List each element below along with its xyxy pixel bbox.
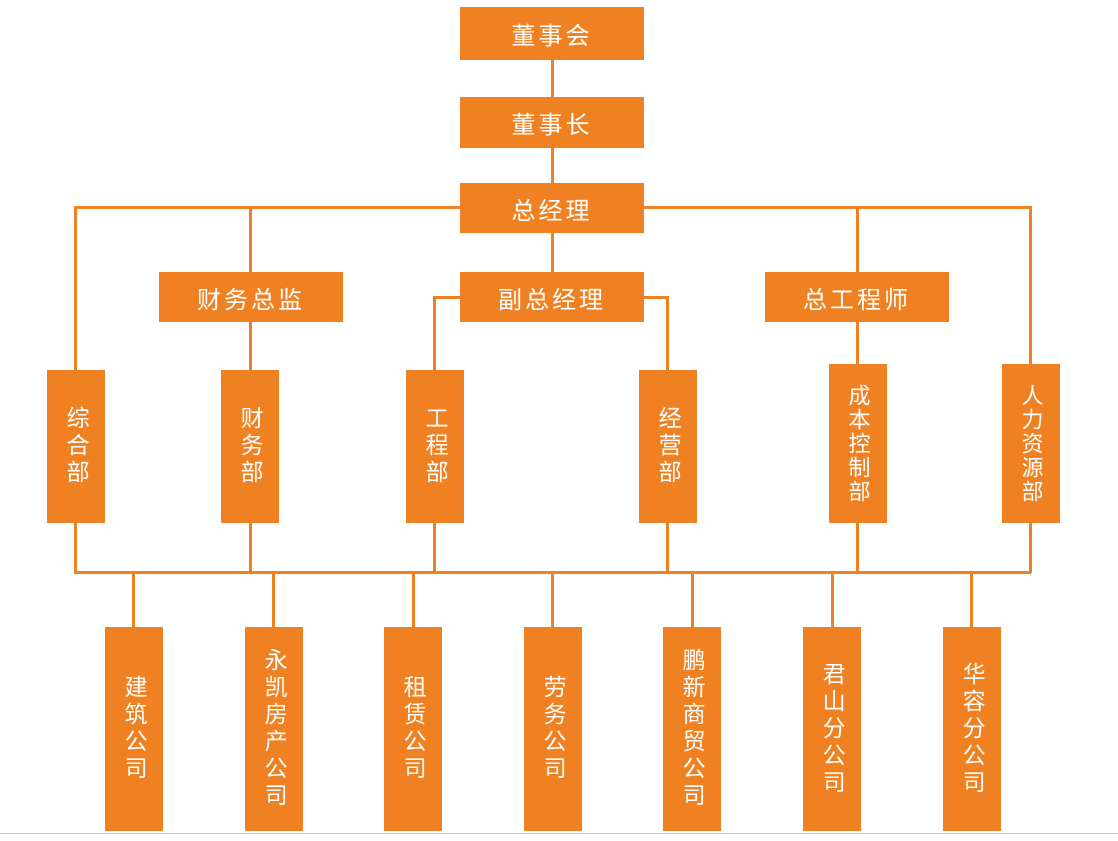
connector-bus-to-dept-hr (1029, 206, 1032, 372)
connector-bus-to-sub-labor (551, 571, 554, 627)
node-general-manager[interactable]: 总经理 (460, 183, 644, 233)
connector-dept-cost-to-bus (856, 523, 859, 573)
node-deputy-gm[interactable]: 副总经理 (460, 272, 644, 322)
node-cfo[interactable]: 财务总监 (159, 272, 343, 322)
node-dept-engineering[interactable]: 工程部 (406, 370, 464, 523)
node-sub-construction[interactable]: 建筑公司 (105, 627, 163, 831)
connector-cfo-to-dept-finance (249, 322, 252, 372)
node-sub-junshan-label: 君山分公司 (819, 661, 846, 797)
connector-bus-to-sub-realestate (272, 571, 275, 627)
connector-dept-hr-to-bus (1029, 523, 1032, 573)
node-sub-realestate[interactable]: 永凯房产公司 (245, 627, 303, 831)
connector-deputy-gm-to-dept-eng (433, 296, 436, 372)
connector-board-to-chairman (551, 60, 554, 97)
node-dept-general[interactable]: 综合部 (47, 370, 105, 523)
connector-chief-eng-to-dept-cost (856, 322, 859, 372)
connector-deputy-gm-right-stub (640, 296, 669, 299)
node-dept-engineering-label: 工程部 (422, 406, 449, 487)
footer-divider (0, 833, 1118, 834)
node-chairman[interactable]: 董事长 (460, 97, 644, 148)
node-dept-operations-label: 经营部 (655, 406, 682, 487)
node-dept-cost-control-label: 成本控制部 (845, 383, 871, 504)
connector-dept-eng-to-bus (433, 523, 436, 573)
connector-bus-to-sub-trading (691, 571, 694, 627)
node-sub-trading[interactable]: 鹏新商贸公司 (663, 627, 721, 831)
connector-deputy-gm-to-dept-ops (666, 296, 669, 372)
connector-dept-ops-to-bus (666, 523, 669, 573)
node-board-label: 董事会 (511, 23, 593, 50)
node-chief-engineer-label: 总工程师 (803, 286, 911, 314)
node-sub-huarong[interactable]: 华容分公司 (943, 627, 1001, 831)
connector-bus-to-sub-junshan (831, 571, 834, 627)
connector-chairman-to-gm (551, 148, 554, 185)
node-dept-general-label: 综合部 (63, 406, 90, 487)
node-chief-engineer[interactable]: 总工程师 (765, 272, 949, 322)
node-cfo-label: 财务总监 (197, 286, 305, 314)
node-sub-huarong-label: 华容分公司 (959, 661, 986, 797)
connector-bus-to-chief-eng (856, 206, 859, 272)
node-sub-leasing-label: 租赁公司 (400, 675, 427, 783)
connector-bus-to-dept-general (74, 206, 77, 372)
connector-bus-to-sub-leasing (412, 571, 415, 627)
node-dept-finance[interactable]: 财务部 (221, 370, 279, 523)
connector-dept-general-to-bus (74, 523, 77, 573)
node-general-manager-label: 总经理 (511, 197, 593, 225)
connector-bus-to-cfo (249, 206, 252, 272)
node-sub-leasing[interactable]: 租赁公司 (384, 627, 442, 831)
node-dept-finance-label: 财务部 (237, 406, 264, 487)
node-sub-construction-label: 建筑公司 (121, 675, 148, 783)
connector-bus-to-sub-construction (132, 571, 135, 627)
node-sub-labor[interactable]: 劳务公司 (524, 627, 582, 831)
connector-deputy-gm-left-stub (433, 296, 463, 299)
node-deputy-gm-label: 副总经理 (498, 286, 606, 314)
node-sub-labor-label: 劳务公司 (540, 675, 567, 783)
connector-dept-finance-to-bus (249, 523, 252, 573)
node-dept-cost-control[interactable]: 成本控制部 (829, 364, 887, 523)
node-sub-trading-label: 鹏新商贸公司 (679, 648, 706, 810)
node-dept-hr-label: 人力资源部 (1018, 383, 1044, 504)
connector-bus-to-sub-huarong (970, 571, 973, 627)
node-sub-realestate-label: 永凯房产公司 (261, 648, 288, 810)
connector-gm-to-deputy-gm (551, 233, 554, 272)
node-dept-operations[interactable]: 经营部 (639, 370, 697, 523)
node-dept-hr[interactable]: 人力资源部 (1002, 364, 1060, 523)
node-chairman-label: 董事长 (511, 112, 593, 139)
node-board[interactable]: 董事会 (460, 7, 644, 60)
node-sub-junshan[interactable]: 君山分公司 (803, 627, 861, 831)
